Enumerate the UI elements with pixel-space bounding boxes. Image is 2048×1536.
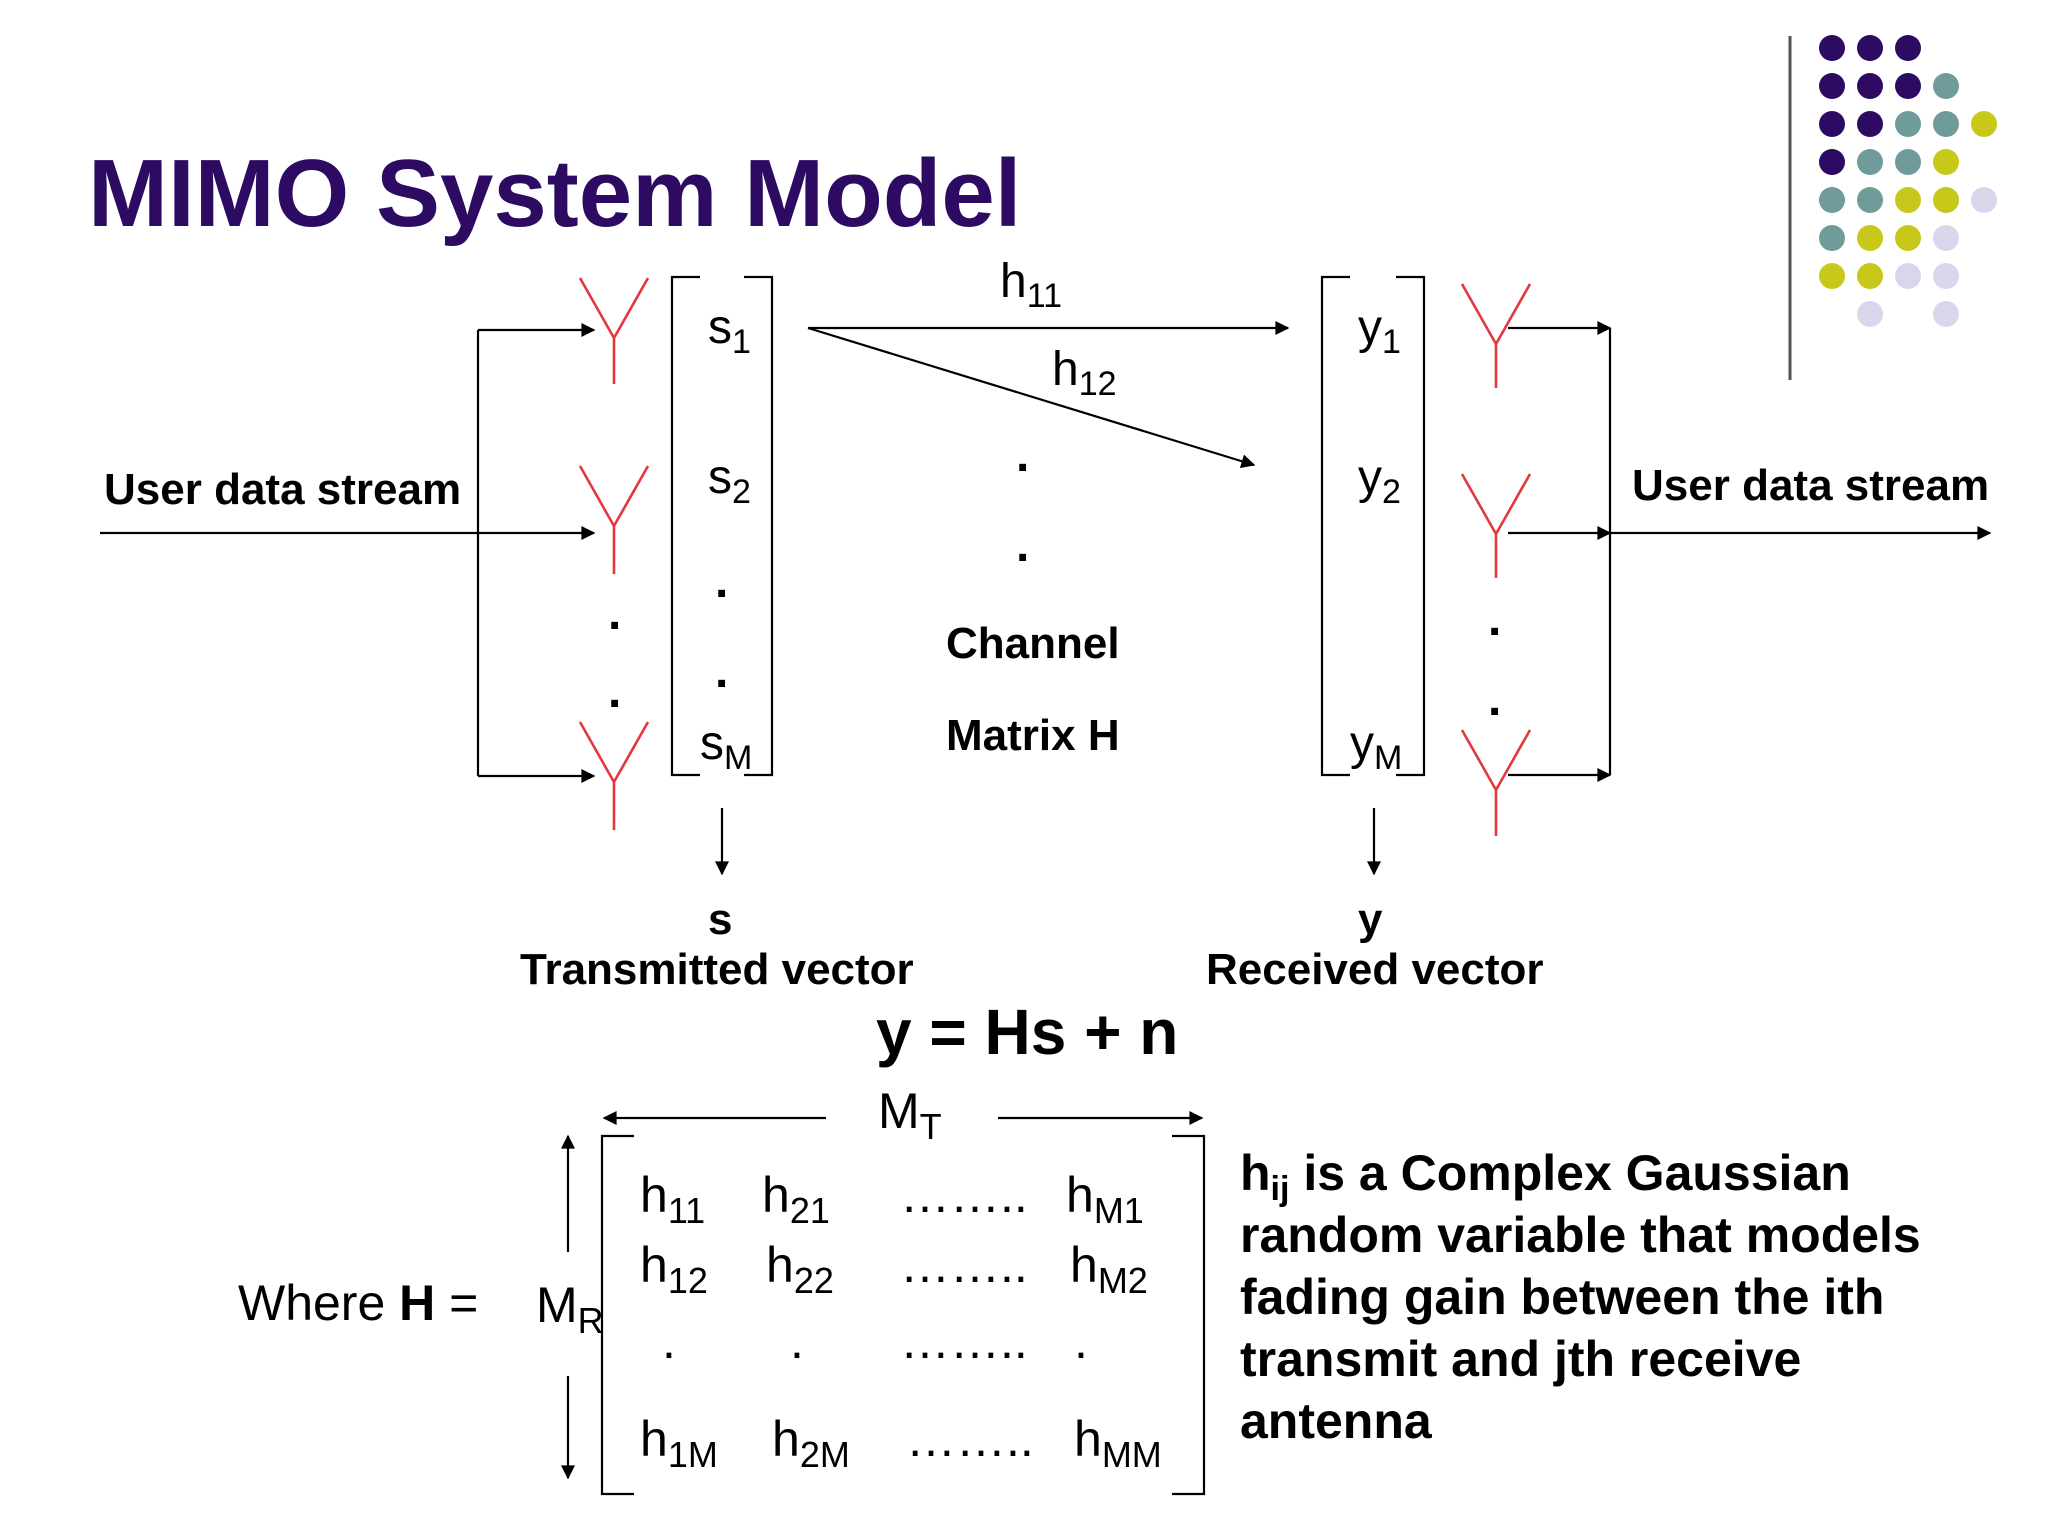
decorative-dot xyxy=(1895,111,1921,137)
tx-vector-ellipsis-1: . xyxy=(715,555,729,608)
decorative-dot xyxy=(1895,149,1921,175)
tx-input-label: User data stream xyxy=(104,465,462,514)
decorative-dot xyxy=(1933,263,1959,289)
tx-symbol-1: s1 xyxy=(708,301,751,362)
matrix-cell: h1M xyxy=(640,1411,718,1475)
decorative-dot xyxy=(1857,111,1883,137)
decorative-dot xyxy=(1857,73,1883,99)
decorative-dot xyxy=(1933,301,1959,327)
decorative-dot xyxy=(1971,111,1997,137)
tx-vector-right-bracket xyxy=(744,275,774,777)
tx-vector-symbol: s xyxy=(708,895,733,944)
decorative-dot xyxy=(1895,263,1921,289)
matrix-rows-dimension: MR xyxy=(536,1277,604,1341)
decorative-dot xyxy=(1895,187,1921,213)
decorative-dot xyxy=(1857,187,1883,213)
decorative-dot xyxy=(1819,35,1845,61)
rx-symbol-2: y2 xyxy=(1358,451,1401,512)
decorative-dot xyxy=(1857,263,1883,289)
tx-symbol-2: s2 xyxy=(708,451,751,512)
channel-ellipsis-2: . xyxy=(1016,519,1030,572)
rx-antenna-2-icon xyxy=(1460,473,1532,578)
tx-antenna-m-icon xyxy=(578,721,650,830)
matrix-cell: h22 xyxy=(766,1237,834,1301)
decorative-dot xyxy=(1819,111,1845,137)
rx-antenna-1-icon xyxy=(1460,283,1532,388)
decorative-dot xyxy=(1819,225,1845,251)
decorative-dot xyxy=(1857,35,1883,61)
page-title: MIMO System Model xyxy=(88,140,1022,247)
decorative-dot xyxy=(1819,149,1845,175)
decorative-dot xyxy=(1933,225,1959,251)
matrix-right-bracket xyxy=(1172,1134,1206,1496)
decorative-dot xyxy=(1857,225,1883,251)
tx-antenna-ellipsis-2: . xyxy=(608,665,622,718)
channel-gain-h12: h12 xyxy=(1052,343,1117,404)
rx-vector-left-bracket xyxy=(1320,275,1350,777)
hij-description: hij is a Complex Gaussian random variabl… xyxy=(1240,1145,1921,1449)
decorative-dot xyxy=(1933,73,1959,99)
matrix-left-bracket xyxy=(600,1134,634,1496)
rx-symbol-1: y1 xyxy=(1358,301,1401,362)
matrix-cols-dimension: MT xyxy=(878,1083,942,1147)
tx-antenna-ellipsis-1: . xyxy=(608,587,622,640)
decorative-dot xyxy=(1971,187,1997,213)
matrix-cell: h11 xyxy=(640,1167,706,1231)
decorative-dot xyxy=(1857,149,1883,175)
decorative-dot xyxy=(1857,301,1883,327)
matrix-where-label: Where H = xyxy=(238,1275,479,1331)
matrix-cell: h21 xyxy=(762,1167,830,1231)
matrix-cell: …….. xyxy=(900,1237,1028,1293)
decorative-dot xyxy=(1933,149,1959,175)
channel-label-line1: Channel xyxy=(946,619,1120,668)
tx-antenna-2-icon xyxy=(578,465,650,574)
rx-vector-label: Received vector xyxy=(1206,945,1544,994)
matrix-cell: hM2 xyxy=(1070,1237,1148,1301)
matrix-cell: . xyxy=(1074,1313,1088,1369)
system-equation: y = Hs + n xyxy=(876,996,1179,1068)
matrix-cell: . xyxy=(662,1313,676,1369)
rx-symbol-m: yM xyxy=(1350,717,1403,778)
matrix-cell: . xyxy=(790,1313,804,1369)
matrix-cell: h2M xyxy=(772,1411,850,1475)
matrix-cell: h12 xyxy=(640,1237,708,1301)
tx-vector-label: Transmitted vector xyxy=(520,945,914,994)
channel-arrow-h12 xyxy=(807,326,1256,468)
channel-label-line2: Matrix H xyxy=(946,711,1120,760)
rx-antenna-ellipsis-2: . xyxy=(1488,673,1502,726)
channel-gain-h11: h11 xyxy=(1000,255,1062,316)
rx-vector-right-bracket xyxy=(1396,275,1426,777)
matrix-cell: …….. xyxy=(906,1411,1034,1467)
tx-symbol-m: sM xyxy=(700,717,753,778)
matrix-cell: hM1 xyxy=(1066,1167,1144,1231)
decorative-dot xyxy=(1933,111,1959,137)
decorative-dot xyxy=(1933,187,1959,213)
decorative-dot-grid xyxy=(1788,35,1997,380)
rx-antenna-m-icon xyxy=(1460,729,1532,836)
decorative-dot xyxy=(1819,73,1845,99)
decorative-dot xyxy=(1819,263,1845,289)
rx-antenna-ellipsis-1: . xyxy=(1488,593,1502,646)
decorative-dot xyxy=(1819,187,1845,213)
decorative-dot xyxy=(1895,35,1921,61)
tx-antenna-1-icon xyxy=(578,277,650,384)
tx-vector-left-bracket xyxy=(670,275,700,777)
decorative-dot xyxy=(1895,225,1921,251)
rx-output-label: User data stream xyxy=(1632,461,1990,510)
channel-ellipsis-1: . xyxy=(1016,429,1030,482)
rx-vector-symbol: y xyxy=(1358,895,1383,944)
tx-vector-ellipsis-2: . xyxy=(715,645,729,698)
matrix-cell: …….. xyxy=(900,1313,1028,1369)
matrix-cell: …….. xyxy=(900,1167,1028,1223)
decorative-dot xyxy=(1895,73,1921,99)
matrix-cell: hMM xyxy=(1074,1411,1162,1475)
